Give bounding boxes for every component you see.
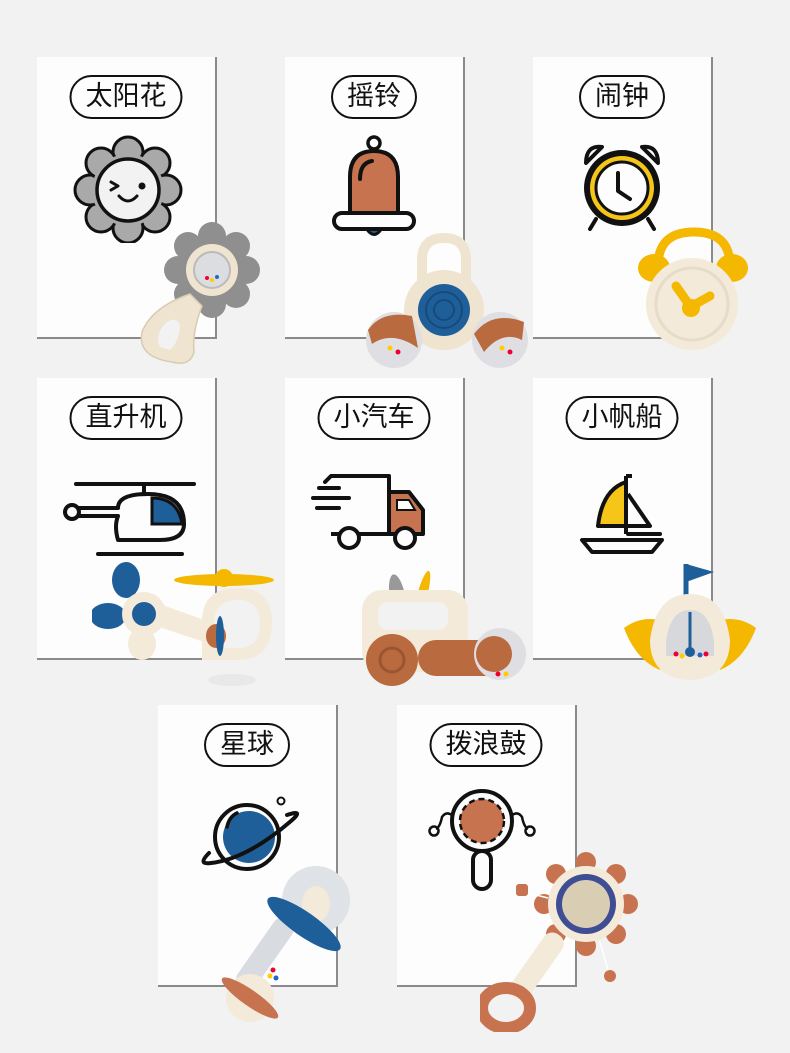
planet-rattle-toy [221, 866, 350, 1022]
alarm-clock-icon [584, 144, 660, 231]
sunflower-rattle-toy [140, 222, 260, 364]
helicopter-rattle-toy [92, 562, 274, 686]
sunflower-smile-icon [73, 135, 183, 243]
planet-icon [201, 796, 299, 871]
delivery-truck-icon [311, 474, 425, 550]
card-label: 直升机 [69, 396, 183, 440]
card-label: 拨浪鼓 [429, 723, 543, 767]
car-rattle-toy [362, 570, 526, 686]
card-bell: 摇铃 [285, 57, 465, 339]
bell-icon [332, 135, 416, 236]
card-pellet-drum: 拨浪鼓 [397, 705, 577, 987]
card-label: 闹钟 [579, 75, 665, 119]
card-label: 星球 [204, 723, 290, 767]
sailboat-rattle-toy [624, 564, 756, 680]
card-label: 小帆船 [565, 396, 679, 440]
bell-rattle-toy [366, 232, 528, 368]
pellet-drum-icon [428, 789, 536, 891]
card-label: 小汽车 [317, 396, 431, 440]
card-sunflower: 太阳花 [37, 57, 217, 339]
card-label: 太阳花 [69, 75, 183, 119]
helicopter-icon [63, 482, 196, 556]
pellet-drum-rattle-toy [480, 852, 638, 1032]
alarm-clock-rattle-toy [638, 227, 748, 350]
card-label: 摇铃 [331, 75, 417, 119]
sailboat-icon [580, 474, 664, 554]
